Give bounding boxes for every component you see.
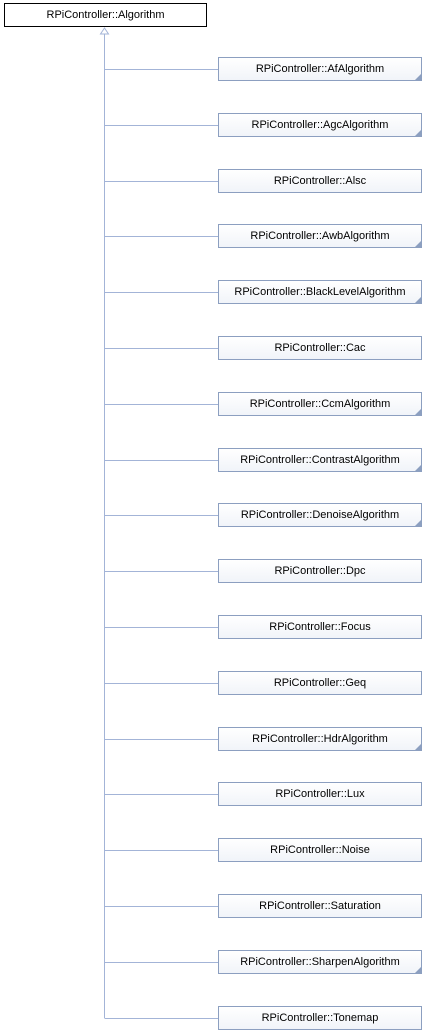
- derived-class-node[interactable]: RPiController::Dpc: [218, 559, 422, 583]
- derived-class-label: RPiController::Lux: [275, 788, 365, 800]
- derived-class-node[interactable]: RPiController::Cac: [218, 336, 422, 360]
- derived-class-label: RPiController::AwbAlgorithm: [250, 230, 390, 242]
- derived-class-label: RPiController::DenoiseAlgorithm: [240, 509, 400, 521]
- derived-class-label: RPiController::Dpc: [274, 565, 366, 577]
- derived-class-label: RPiController::AfAlgorithm: [255, 63, 385, 75]
- derived-class-node[interactable]: RPiController::AwbAlgorithm: [218, 224, 422, 248]
- derived-class-node[interactable]: RPiController::Tonemap: [218, 1006, 422, 1030]
- derived-class-node[interactable]: RPiController::Lux: [218, 782, 422, 806]
- derived-class-node[interactable]: RPiController::BlackLevelAlgorithm: [218, 280, 422, 304]
- derived-class-label: RPiController::Saturation: [259, 900, 381, 912]
- derived-class-label: RPiController::Cac: [274, 342, 366, 354]
- base-class-node[interactable]: RPiController::Algorithm: [4, 3, 207, 27]
- derived-class-label: RPiController::ContrastAlgorithm: [240, 454, 400, 466]
- derived-class-node[interactable]: RPiController::AgcAlgorithm: [218, 113, 422, 137]
- derived-class-label: RPiController::CcmAlgorithm: [249, 398, 391, 410]
- derived-class-node[interactable]: RPiController::AfAlgorithm: [218, 57, 422, 81]
- derived-class-label: RPiController::Focus: [269, 621, 371, 633]
- derived-class-label: RPiController::Alsc: [273, 175, 367, 187]
- derived-class-label: RPiController::Geq: [273, 677, 367, 689]
- derived-class-label: RPiController::SharpenAlgorithm: [240, 956, 400, 968]
- derived-class-node[interactable]: RPiController::Saturation: [218, 894, 422, 918]
- derived-class-label: RPiController::AgcAlgorithm: [251, 119, 389, 131]
- inheritance-arrowhead: [99, 27, 110, 35]
- derived-class-node[interactable]: RPiController::ContrastAlgorithm: [218, 448, 422, 472]
- derived-class-node[interactable]: RPiController::Geq: [218, 671, 422, 695]
- derived-class-node[interactable]: RPiController::SharpenAlgorithm: [218, 950, 422, 974]
- derived-class-label: RPiController::Noise: [270, 844, 370, 856]
- derived-class-label: RPiController::Tonemap: [261, 1012, 379, 1024]
- derived-class-node[interactable]: RPiController::Focus: [218, 615, 422, 639]
- derived-class-label: RPiController::HdrAlgorithm: [252, 733, 388, 745]
- derived-class-node[interactable]: RPiController::CcmAlgorithm: [218, 392, 422, 416]
- base-class-label: RPiController::Algorithm: [46, 9, 165, 21]
- derived-class-node[interactable]: RPiController::HdrAlgorithm: [218, 727, 422, 751]
- derived-class-node[interactable]: RPiController::DenoiseAlgorithm: [218, 503, 422, 527]
- derived-class-node[interactable]: RPiController::Alsc: [218, 169, 422, 193]
- derived-class-label: RPiController::BlackLevelAlgorithm: [234, 286, 406, 298]
- derived-class-node[interactable]: RPiController::Noise: [218, 838, 422, 862]
